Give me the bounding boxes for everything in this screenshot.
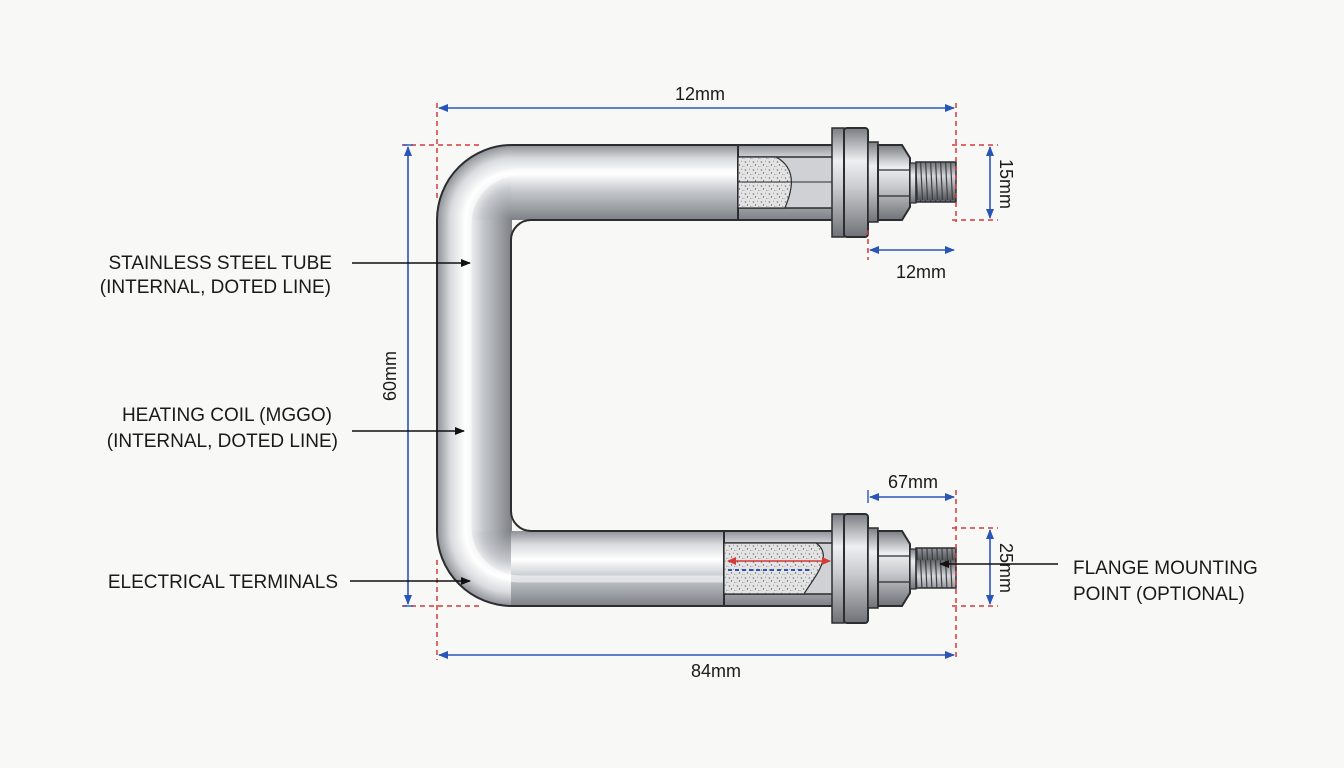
- callout-heating-coil-line2: (INTERNAL, DOTED LINE): [107, 431, 338, 452]
- callout-flange-mounting-line1: FLANGE MOUNTING: [1073, 558, 1258, 579]
- callout-electrical-terminals: ELECTRICAL TERMINALS: [108, 572, 338, 593]
- callout-heating-coil-line1: HEATING COIL (MGGO): [122, 405, 332, 426]
- callout-stainless-tube-line2: (INTERNAL, DOTED LINE): [100, 277, 331, 298]
- dim-label-height: 60mm: [380, 351, 400, 401]
- upper-terminal-cutaway: [737, 144, 834, 221]
- lower-flange-nut: [831, 513, 957, 624]
- dim-label-top-width: 12mm: [675, 84, 725, 104]
- callout-flange-mounting-line2: POINT (OPTIONAL): [1073, 584, 1245, 605]
- dim-label-upper-terminal-length: 12mm: [896, 262, 946, 282]
- dim-label-bottom-width: 84mm: [691, 661, 741, 681]
- upper-flange-nut: [831, 127, 957, 238]
- extension-lines: [402, 103, 998, 660]
- callout-stainless-tube-line1: STAINLESS STEEL TUBE: [108, 253, 332, 274]
- dim-label-lower-terminal-height: 25mm: [996, 543, 1016, 593]
- dim-label-lower-terminal-length: 67mm: [888, 472, 938, 492]
- stainless-steel-tube: [436, 144, 740, 607]
- dimension-lines: [404, 104, 994, 659]
- lower-terminal-cutaway: [723, 530, 834, 607]
- leader-lines: [350, 259, 1058, 585]
- dim-label-upper-terminal-height: 15mm: [996, 159, 1016, 209]
